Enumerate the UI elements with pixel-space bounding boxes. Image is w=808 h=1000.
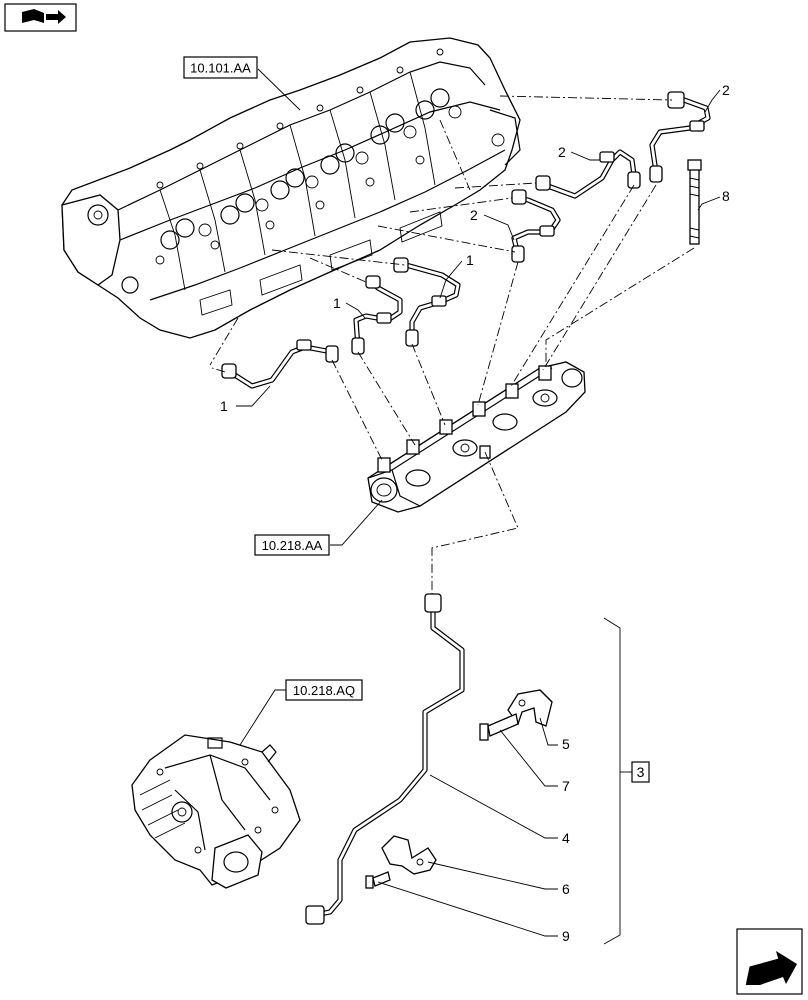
callout-item-1-c[interactable]: 1 xyxy=(466,252,474,268)
leader-lines xyxy=(236,68,721,945)
bolt-upper xyxy=(479,713,519,741)
callout-item-8[interactable]: 8 xyxy=(722,188,730,204)
ref-injection-pump-label: 10.218.AQ xyxy=(293,683,355,698)
callout-item-2-c[interactable]: 2 xyxy=(722,82,730,98)
callout-item-6[interactable]: 6 xyxy=(562,881,570,897)
clamp-upper xyxy=(507,689,553,727)
callout-item-3: 3 xyxy=(637,764,645,780)
callout-item-5[interactable]: 5 xyxy=(562,736,570,752)
callout-item-3-box[interactable]: 3 xyxy=(631,761,650,783)
injection-pump xyxy=(131,734,301,889)
callout-item-9[interactable]: 9 xyxy=(562,928,570,944)
assembly-center-lines xyxy=(209,95,695,594)
return-pipe xyxy=(305,593,465,925)
callout-numbers: 1 1 1 2 2 2 8 5 7 4 6 9 3 xyxy=(220,82,730,944)
ref-injection-pump[interactable]: 10.218.AQ xyxy=(285,679,363,701)
callout-item-4[interactable]: 4 xyxy=(562,830,570,846)
cylinder-head xyxy=(61,37,521,339)
clamp-lower xyxy=(381,835,437,875)
next-page-arrow-icon[interactable] xyxy=(736,928,803,995)
fuel-rail xyxy=(367,361,586,513)
callout-item-2-b[interactable]: 2 xyxy=(558,144,566,160)
ref-cylinder-head-label: 10.101.AA xyxy=(190,61,251,76)
book-navigation-icon[interactable] xyxy=(4,3,77,32)
ref-fuel-rail[interactable]: 10.218.AA xyxy=(254,534,330,556)
callout-item-7[interactable]: 7 xyxy=(562,778,570,794)
bolt-lower xyxy=(365,871,391,889)
ref-fuel-rail-label: 10.218.AA xyxy=(262,538,323,553)
ref-cylinder-head[interactable]: 10.101.AA xyxy=(183,56,258,79)
callout-item-2-a[interactable]: 2 xyxy=(470,207,478,223)
callout-item-1-b[interactable]: 1 xyxy=(333,295,341,311)
callout-item-1-a[interactable]: 1 xyxy=(220,398,228,414)
stud-bolt xyxy=(687,159,702,245)
